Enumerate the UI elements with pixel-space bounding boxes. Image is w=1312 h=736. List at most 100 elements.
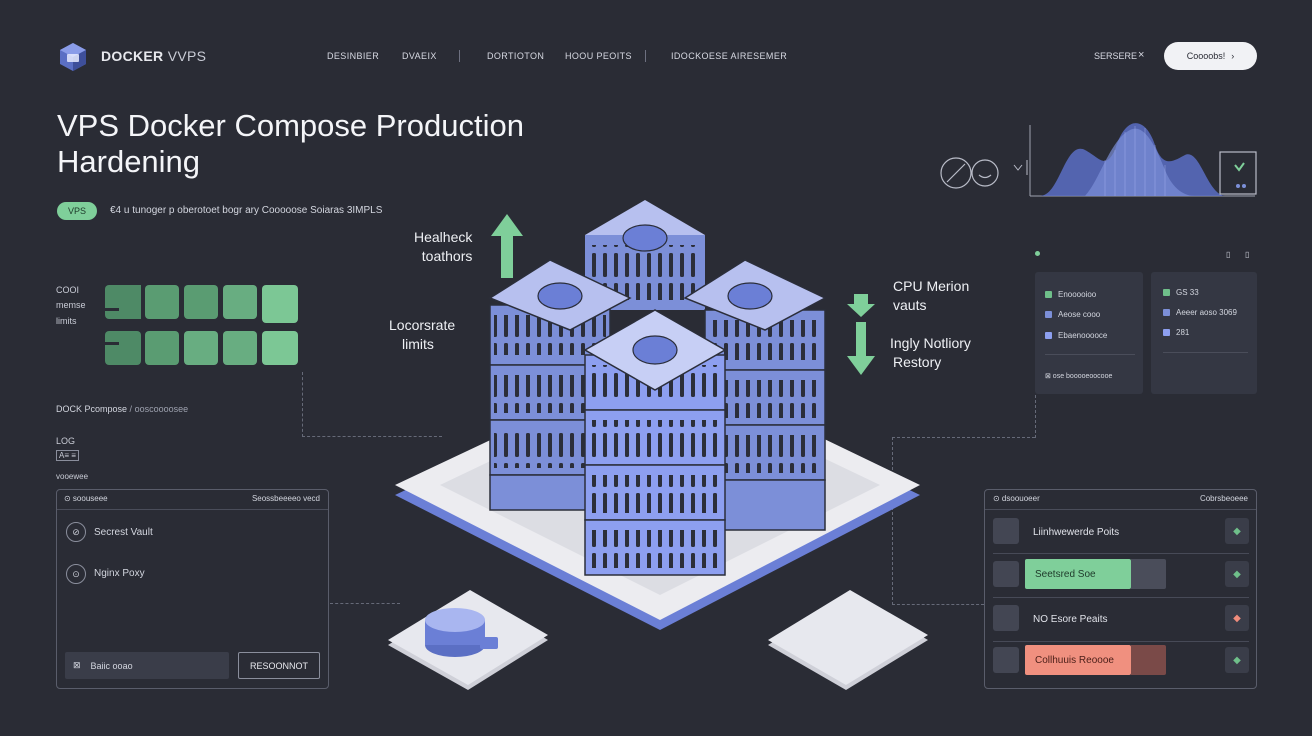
rate-limits-label: Locorsrate limits	[389, 316, 455, 354]
notify-line-2: Restory	[893, 354, 942, 370]
connector-line	[892, 437, 893, 605]
nav-item-1[interactable]: DESINBIER	[327, 51, 380, 61]
arrow-down-icon	[847, 322, 875, 375]
docker-logo-icon	[60, 43, 86, 71]
cta-button[interactable]: Coooobs! ›	[1164, 42, 1257, 70]
arrow-down-icon	[847, 294, 875, 317]
page-title: VPS Docker Compose Production Hardening	[57, 108, 617, 180]
divider	[1045, 354, 1135, 355]
vps-badge: VPS	[57, 202, 97, 220]
brand-main: DOCKER	[101, 48, 164, 64]
panel-header-right: Seossbeeeeo vecd	[251, 494, 320, 503]
title-line-1: VPS Docker Compose Production	[57, 108, 524, 143]
compose-subtitle: ooscoooosee	[134, 404, 189, 414]
legend-row: Aeose cooo	[1045, 310, 1100, 319]
resource-block	[223, 331, 257, 365]
compose-title: DOCK Pcompose	[56, 404, 128, 414]
resource-block	[184, 285, 218, 319]
panel-header-right: Cobrsbeoeee	[1199, 494, 1248, 503]
nav-item-5[interactable]: IDOCKOESE AIRESEMER	[671, 51, 788, 61]
cpu-memory-line-1: CPU Merion	[893, 278, 970, 294]
resource-block	[184, 331, 218, 365]
status-bar-ok: Seetsred Soe	[1025, 559, 1131, 589]
rate-limits-line-2: limits	[402, 336, 434, 352]
legend-row: Ebaenooooce	[1045, 331, 1107, 340]
diamond-icon[interactable]: ◆	[1225, 647, 1249, 673]
arrow-right-icon: ›	[1231, 51, 1235, 61]
connector-line	[302, 372, 442, 437]
brand-sub: VVPS	[167, 48, 207, 64]
compose-separator: /	[129, 404, 133, 414]
port-row-label: NO Esore Peaits	[1033, 614, 1108, 625]
traffic-chart-graphic	[940, 123, 1257, 197]
port-icon	[993, 605, 1019, 631]
basic-auth-input[interactable]: ⊠ Baiic ooao	[65, 652, 229, 679]
swatch-blue	[1163, 309, 1170, 316]
healthcheck-label: Healheck toathors	[414, 228, 472, 266]
window-icon[interactable]: ▯	[1245, 250, 1250, 259]
compose-heading: DOCK Pcompose / ooscoooosee	[56, 404, 188, 414]
legend-row: Aeeer aoso 3069	[1163, 308, 1237, 317]
close-icon[interactable]: ×	[1138, 49, 1145, 61]
resource-block	[145, 331, 179, 365]
connector-line	[892, 437, 1035, 438]
proxy-icon: ⊙	[66, 564, 86, 584]
basic-auth-value: Baiic ooao	[90, 660, 133, 671]
shield-icon: ⊘	[66, 522, 86, 542]
connector-line	[892, 604, 984, 605]
status-bar-track	[1131, 559, 1166, 589]
status-dot	[1035, 251, 1040, 256]
healthcheck-line-1: Healheck	[414, 229, 473, 245]
resource-block	[145, 285, 179, 319]
legend-row: Enooooioo	[1045, 290, 1096, 299]
legend-label: Aeose cooo	[1058, 310, 1101, 319]
divider	[1163, 352, 1248, 353]
cpu-memory-line-2: vauts	[893, 297, 927, 313]
rate-limits-line-1: Locorsrate	[389, 317, 456, 333]
divider	[993, 597, 1249, 598]
resource-block	[262, 331, 298, 365]
panel-header-left: ⊙ soouseee	[64, 494, 108, 503]
service-item-secret-vault[interactable]: Secrest Vault	[94, 527, 153, 538]
cta-label: Coooobs!	[1186, 51, 1226, 61]
resource-block	[262, 285, 298, 323]
diamond-icon[interactable]: ◆	[1225, 561, 1249, 587]
connector-line	[1035, 395, 1036, 438]
server-stack-illustration	[388, 200, 928, 690]
port-icon	[993, 518, 1019, 544]
service-item-nginx-proxy[interactable]: Nginx Poxy	[94, 568, 145, 579]
nav-divider	[645, 50, 646, 62]
port-icon	[993, 561, 1019, 587]
metrics-card-1: Enooooioo Aeose cooo Ebaenooooce ⊠ ose b…	[1035, 272, 1143, 394]
resource-block-grid	[105, 285, 300, 371]
hero-subtitle: €4 u tunoger p oberotoet bogr ary Cooooo…	[110, 205, 383, 216]
swatch-green	[1045, 291, 1052, 298]
arrow-up-icon	[491, 214, 523, 278]
resource-block	[223, 285, 257, 319]
resource-block	[105, 331, 141, 365]
diamond-icon[interactable]: ◆	[1225, 605, 1249, 631]
ports-panel: ⊙ dsoouoeer Cobrsbeoeee Liinhwewerde Poi…	[984, 489, 1257, 689]
nav-search-link[interactable]: SERSERE	[1094, 51, 1138, 61]
window-icon[interactable]: ▯	[1226, 250, 1231, 259]
reconnect-button[interactable]: RESOONNOT	[238, 652, 320, 679]
swatch-green	[1163, 289, 1170, 296]
divider	[993, 553, 1249, 554]
ports-panel-header: ⊙ dsoouoeer Cobrsbeoeee	[985, 490, 1256, 510]
limits-label: limits	[56, 316, 77, 326]
cpu-label: COOI	[56, 285, 80, 295]
swatch-blue	[1045, 311, 1052, 318]
nav-item-2[interactable]: DVAEIX	[402, 51, 437, 61]
legend-row: 281	[1163, 328, 1189, 337]
healthcheck-line-2: toathors	[421, 248, 473, 264]
memory-label: memse	[56, 300, 86, 310]
database-icon	[425, 608, 498, 657]
log-filter-chip[interactable]: A≡ ≡	[56, 450, 79, 461]
swatch-periwinkle	[1045, 332, 1052, 339]
status-bar-warning: Collhuuis Reoooe	[1025, 645, 1131, 675]
nav-item-3[interactable]: DORTIOTON	[487, 51, 545, 61]
nav-item-4[interactable]: HOOU PEOITS	[565, 51, 632, 61]
nav-divider	[459, 50, 460, 62]
diamond-icon[interactable]: ◆	[1225, 518, 1249, 544]
stopwatch-icon	[971, 159, 999, 187]
